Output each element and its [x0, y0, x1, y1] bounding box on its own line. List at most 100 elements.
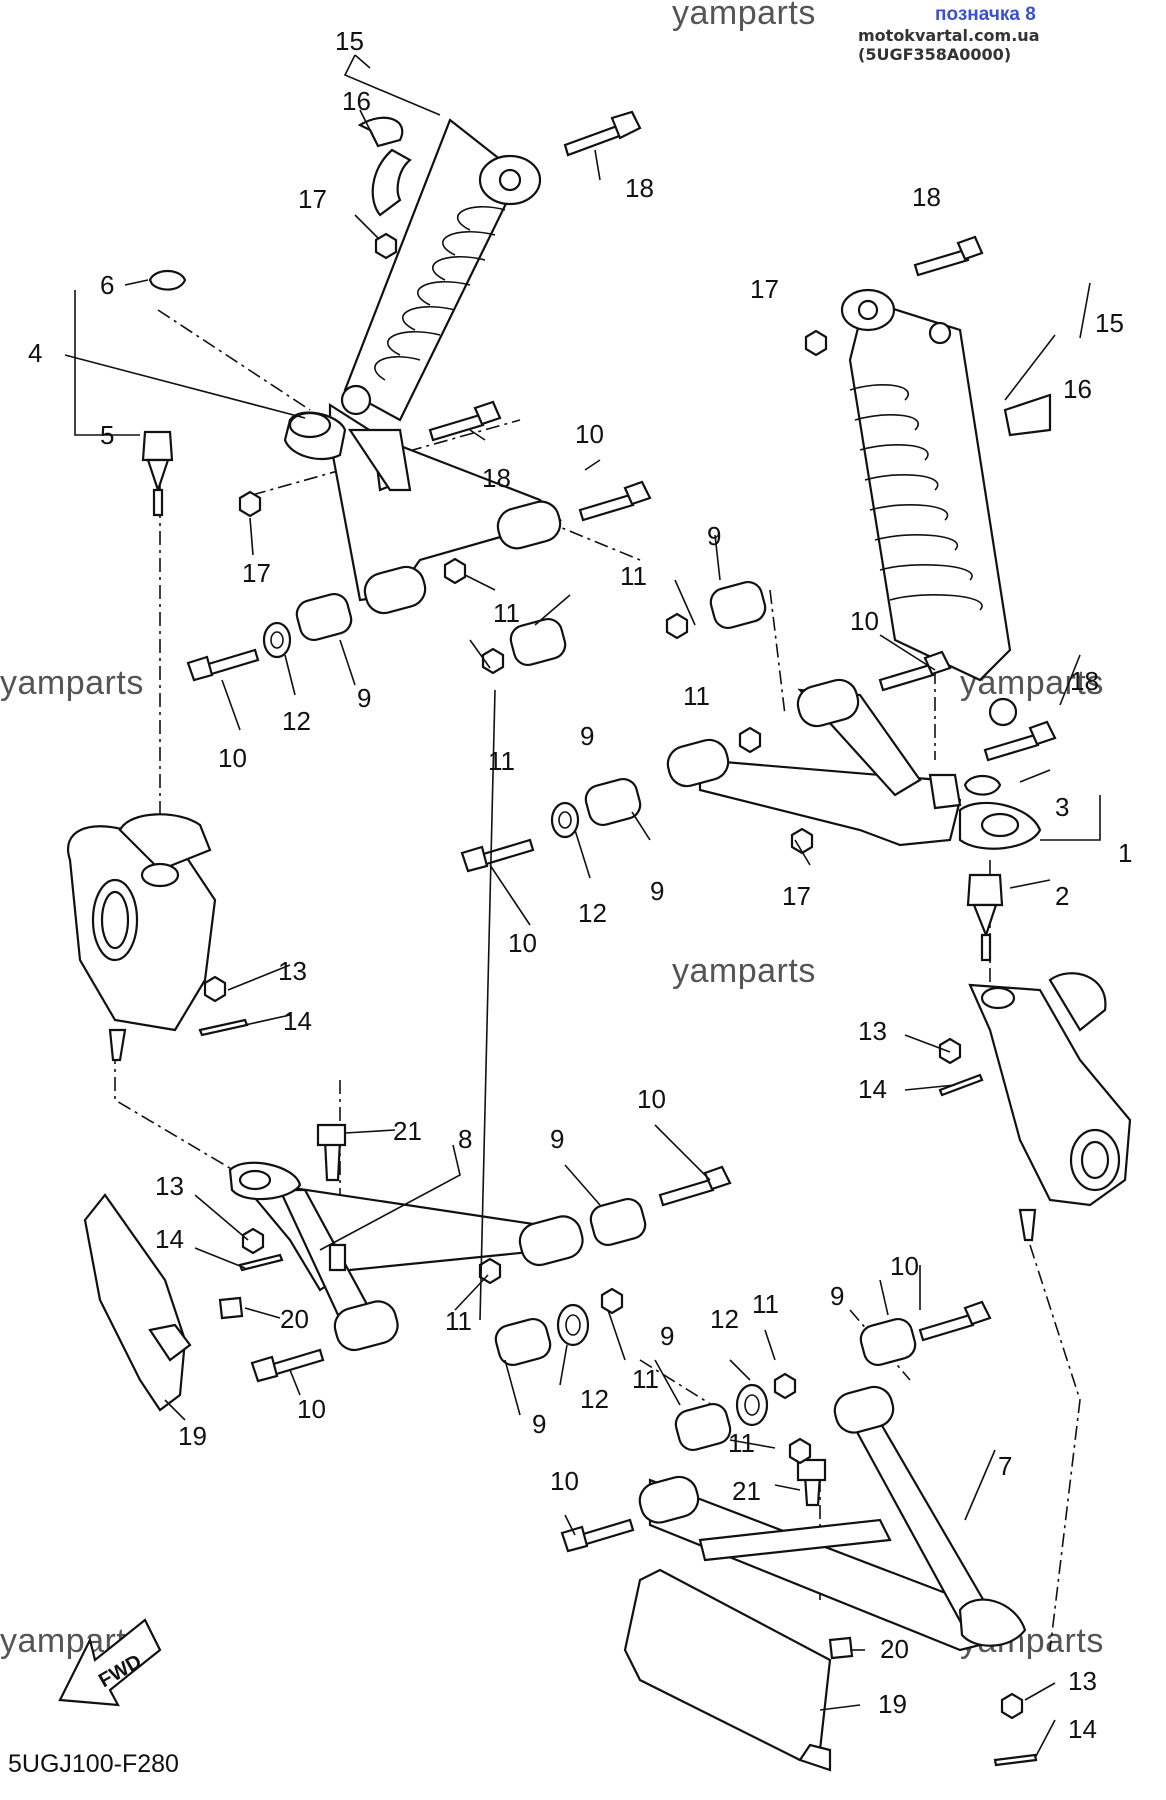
part-number-17: 17 — [750, 274, 779, 304]
right-skid-plate-front — [798, 1743, 832, 1772]
part-number-14: 14 — [858, 1074, 887, 1104]
lower-left-arm — [228, 1161, 552, 1332]
part-number-17: 17 — [242, 558, 271, 588]
ball-joint-5 — [141, 430, 174, 517]
part-number-20: 20 — [880, 1634, 909, 1664]
bushings — [295, 580, 917, 1452]
part-number-10: 10 — [637, 1084, 666, 1114]
bushing-collar — [796, 678, 860, 728]
part-number-9: 9 — [660, 1321, 674, 1351]
bushing-collar — [638, 1475, 700, 1524]
left-shock-absorber — [340, 118, 542, 422]
part-number-21: 21 — [393, 1116, 422, 1146]
clip-16 — [357, 116, 404, 148]
upper-left-arm — [283, 402, 563, 602]
part-number-15: 15 — [1095, 308, 1124, 338]
part-number-10: 10 — [890, 1251, 919, 1281]
right-shock-absorber — [840, 288, 1018, 727]
header-subtitle: motokvartal.com.ua (5UGF358A0000) — [858, 26, 1040, 64]
part-number-13: 13 — [1068, 1666, 1097, 1696]
washers — [262, 621, 769, 1427]
watermark: yamparts — [0, 664, 144, 702]
bushing-collar — [518, 1215, 584, 1267]
part-number-11: 11 — [493, 598, 520, 628]
part-number-15: 15 — [335, 26, 364, 56]
part-number-3: 3 — [1055, 792, 1069, 822]
fwd-arrow: FWD — [58, 1618, 162, 1707]
part-number-13: 13 — [858, 1016, 887, 1046]
part-number-11: 11 — [632, 1364, 659, 1394]
bushing-collar — [333, 1300, 399, 1352]
part-number-14: 14 — [155, 1224, 184, 1254]
part-number-20: 20 — [280, 1304, 309, 1334]
upper-right-arm — [698, 688, 1042, 850]
part-number-4: 4 — [28, 338, 42, 368]
part-number-10: 10 — [297, 1394, 326, 1424]
part-number-10: 10 — [550, 1466, 579, 1496]
part-number-9: 9 — [357, 683, 371, 713]
watermark: yamparts — [672, 952, 816, 990]
ball-joint-2 — [966, 873, 1004, 962]
part-number-12: 12 — [710, 1304, 739, 1334]
part-number-11: 11 — [620, 561, 647, 591]
part-number-19: 19 — [178, 1421, 207, 1451]
lower-right-arm — [648, 1403, 1027, 1652]
part-number-2: 2 — [1055, 881, 1069, 911]
part-number-1: 1 — [1118, 838, 1132, 868]
part-number-9: 9 — [707, 521, 721, 551]
part-number-9: 9 — [580, 721, 594, 751]
watermark: yamparts — [672, 0, 816, 32]
part-number-17: 17 — [298, 184, 327, 214]
bushing-collar — [666, 738, 730, 788]
small-parts — [148, 269, 1038, 1767]
part-number-11: 11 — [728, 1428, 755, 1458]
part-number-12: 12 — [282, 706, 311, 736]
part-number-19: 19 — [878, 1689, 907, 1719]
diagram-code: 5UGJ100-F280 — [8, 1750, 179, 1778]
part-number-21: 21 — [732, 1476, 761, 1506]
part-number-6: 6 — [100, 270, 114, 300]
part-number-16: 16 — [342, 86, 371, 116]
bushing-collar — [496, 500, 562, 550]
part-number-18: 18 — [912, 182, 941, 212]
clip-16-right — [1003, 393, 1052, 437]
bushing-collar — [833, 1385, 895, 1434]
part-number-8: 8 — [458, 1124, 472, 1154]
part-number-16: 16 — [1063, 374, 1092, 404]
part-number-10: 10 — [850, 606, 879, 636]
part-number-14: 14 — [283, 1006, 312, 1036]
part-number-12: 12 — [580, 1384, 609, 1414]
part-number-11: 11 — [445, 1306, 472, 1336]
part-number-17: 17 — [782, 881, 811, 911]
leader-lines — [64, 54, 1101, 1759]
part-number-18: 18 — [482, 463, 511, 493]
left-skid-plate-bracket — [148, 1323, 192, 1362]
part-number-11: 11 — [752, 1289, 779, 1319]
part-number-13: 13 — [155, 1171, 184, 1201]
part-number-11: 11 — [683, 681, 710, 711]
part-labels: 15 16 17 18 6 4 5 18 10 17 11 11 9 9 12 … — [28, 26, 1132, 1744]
part-number-9: 9 — [650, 876, 664, 906]
part-number-10: 10 — [575, 419, 604, 449]
bolts — [186, 110, 1057, 1553]
part-number-10: 10 — [508, 928, 537, 958]
left-knuckle — [67, 813, 217, 1062]
header-title: позначка 8 — [935, 4, 1036, 25]
left-skid-plate — [83, 1193, 187, 1412]
part-number-18: 18 — [625, 173, 654, 203]
part-number-9: 9 — [830, 1281, 844, 1311]
part-number-18: 18 — [1070, 666, 1099, 696]
part-number-12: 12 — [578, 898, 607, 928]
bushing-collar — [363, 565, 427, 615]
part-number-5: 5 — [100, 420, 114, 450]
part-number-9: 9 — [532, 1409, 546, 1439]
part-number-9: 9 — [550, 1124, 564, 1154]
part-number-14: 14 — [1068, 1714, 1097, 1744]
part-number-10: 10 — [218, 743, 247, 773]
part-number-11: 11 — [488, 746, 515, 776]
right-skid-plate — [623, 1568, 832, 1762]
part-number-13: 13 — [278, 956, 307, 986]
nuts — [203, 232, 1024, 1720]
right-knuckle — [968, 972, 1132, 1242]
